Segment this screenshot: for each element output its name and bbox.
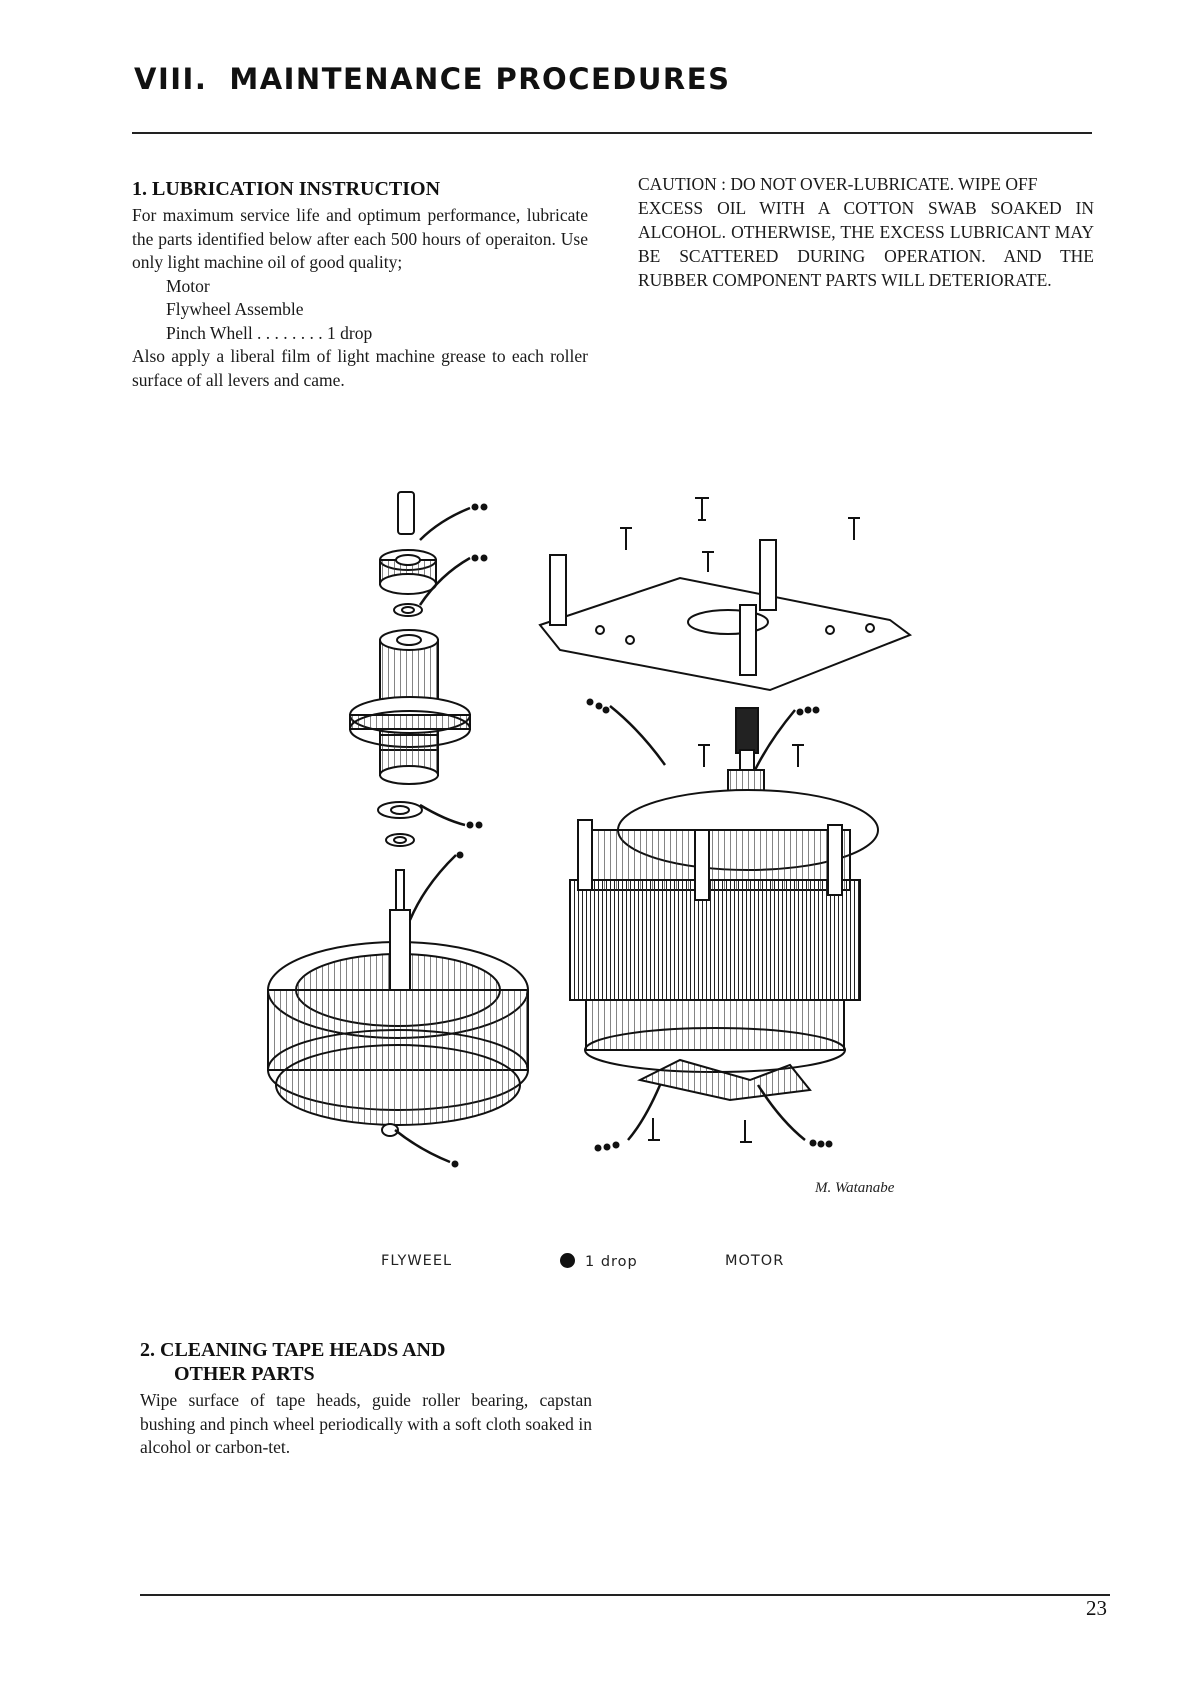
legend-one-drop: 1 drop	[560, 1253, 638, 1270]
page-number: 23	[1086, 1596, 1107, 1620]
section-1-intro: For maximum service life and optimum per…	[132, 205, 588, 272]
flywheel-leader-lines	[394, 506, 471, 1164]
footer-rule	[140, 1594, 1110, 1596]
header-rule	[132, 132, 1092, 134]
legend-label: 1 drop	[585, 1254, 638, 1270]
section-1-heading: 1. LUBRICATION INSTRUCTION	[132, 178, 441, 200]
section-1-outro: Also apply a liberal film of light machi…	[132, 346, 588, 390]
chapter-number: VIII.	[134, 62, 208, 96]
caption-motor: MOTOR	[725, 1253, 785, 1269]
part-pinch-wheel: Pinch Whell . . . . . . . . 1 drop	[166, 322, 373, 343]
flywheel-oil-drops	[451, 503, 488, 1168]
section-lubrication: 1. LUBRICATION INSTRUCTION For maximum s…	[132, 177, 588, 392]
section-cleaning: 2. CLEANING TAPE HEADS AND OTHER PARTS W…	[140, 1338, 592, 1460]
motor-oil-drops	[586, 698, 833, 1152]
caution-text: EXCESS OIL WITH A COTTON SWAB SOAKED IN …	[638, 198, 1094, 290]
illustrator-signature: M. Watanabe	[814, 1180, 895, 1196]
part-flywheel: Flywheel Assemble	[166, 299, 304, 319]
exploded-diagram: M. Watanabe	[267, 491, 913, 1196]
motor-assembly	[538, 497, 913, 1143]
section-2-body: Wipe surface of tape heads, guide roller…	[140, 1390, 592, 1457]
caution-label: CAUTION :	[638, 174, 726, 194]
chapter-title-text: MAINTENANCE PROCEDURES	[229, 62, 731, 96]
section-2-heading-line-1: 2. CLEANING TAPE HEADS AND	[140, 1339, 446, 1361]
motor-leader-lines	[609, 705, 806, 1141]
caption-flywheel: FLYWEEL	[381, 1253, 453, 1269]
flywheel-assembly	[267, 491, 529, 1137]
part-motor: Motor	[166, 275, 210, 296]
chapter-title: VIII. MAINTENANCE PROCEDURES	[134, 62, 730, 96]
caution-line-1: DO NOT OVER-LUBRICATE. WIPE OFF	[730, 174, 1038, 194]
oil-drop-icon	[560, 1253, 575, 1268]
caution-box: CAUTION : DO NOT OVER-LUBRICATE. WIPE OF…	[638, 172, 1094, 292]
section-2-heading-line-2: OTHER PARTS	[174, 1363, 315, 1385]
